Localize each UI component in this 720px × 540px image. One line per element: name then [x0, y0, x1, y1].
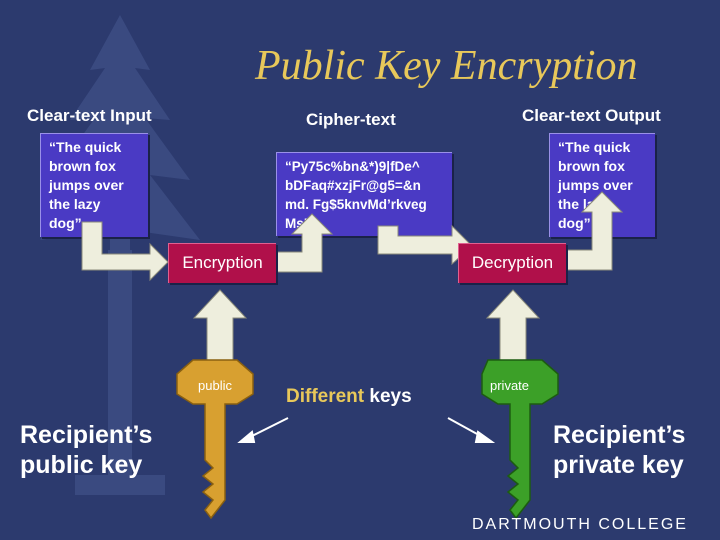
cipher-line: bDFaq#xzjFr@g5=&n: [285, 178, 421, 193]
cipher-line: “Py75c%bn&*)9|fDe^: [285, 159, 420, 174]
label-line: Recipient’s: [553, 421, 686, 449]
different-keys-label: Different keys: [286, 386, 412, 408]
public-key-label: public: [198, 378, 232, 393]
clear-text-input-header: Clear-text Input: [27, 106, 152, 125]
recipient-private-key-label: Recipient’s private key: [553, 420, 685, 480]
input-line: brown fox: [49, 158, 116, 174]
label-line: public key: [20, 451, 143, 479]
pointer-head-public: [237, 430, 256, 443]
input-line: jumps over: [49, 177, 124, 193]
output-line: “The quick: [558, 139, 631, 155]
label-line: Recipient’s: [20, 421, 153, 449]
output-line: dog”: [558, 215, 591, 231]
output-line: jumps over: [558, 177, 633, 193]
cipher-line: md. Fg$5knvMd’rkveg: [285, 197, 427, 212]
decryption-box: Decryption: [458, 243, 566, 283]
public-key-to-encryption-arrow: [192, 289, 248, 361]
input-line: “The quick: [49, 139, 122, 155]
encryption-to-cipher-arrow: [275, 213, 334, 273]
recipient-public-key-label: Recipient’s public key: [20, 420, 152, 480]
output-line: brown fox: [558, 158, 625, 174]
cipher-to-decryption-arrow: [377, 224, 473, 266]
input-line: dog”: [49, 215, 82, 231]
different-word: Different: [286, 386, 365, 407]
decryption-to-output-arrow: [565, 191, 624, 271]
page-title: Public Key Encryption: [255, 43, 638, 89]
private-key-label: private: [490, 378, 530, 393]
clear-text-input-box: “The quick brown fox jumps over the lazy…: [40, 133, 148, 237]
cipher-text-header: Cipher-text: [306, 110, 396, 129]
label-line: private key: [553, 451, 684, 479]
private-key-to-decryption-arrow: [485, 289, 541, 361]
input-line: the lazy: [49, 196, 101, 212]
keys-word: keys: [369, 386, 412, 407]
clear-text-output-header: Clear-text Output: [522, 106, 661, 125]
encryption-box: Encryption: [168, 243, 276, 283]
footer-logo-text: DARTMOUTH COLLEGE: [472, 516, 688, 533]
private-key-icon: [481, 359, 559, 520]
pointer-head-private: [474, 430, 496, 443]
input-to-encryption-arrow: [81, 221, 169, 282]
public-key-icon: [176, 359, 254, 520]
